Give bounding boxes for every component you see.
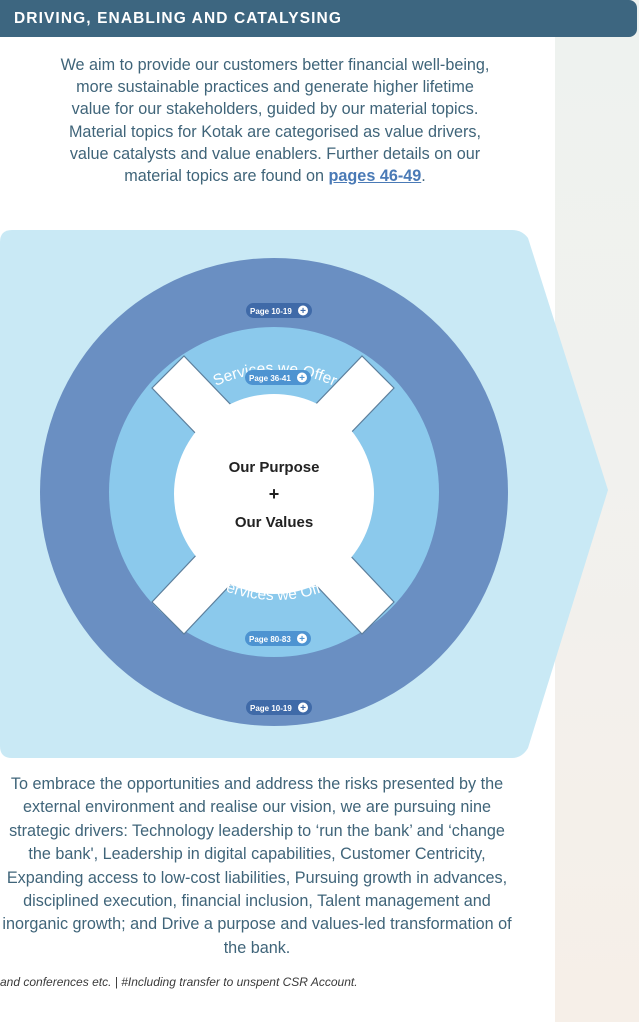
plus-circle-icon xyxy=(297,372,307,383)
svg-text:+: + xyxy=(299,634,305,645)
center-plus-label: + xyxy=(269,484,280,504)
inner-bottom-page-label: Page 80-83 xyxy=(249,635,291,644)
outer-bottom-page-label: Page 10-19 xyxy=(250,704,292,713)
inner-top-page-badge[interactable]: Page 36-41 + xyxy=(245,370,311,385)
plus-circle-icon xyxy=(297,633,307,644)
inner-top-page-label: Page 36-41 xyxy=(249,374,291,383)
strategy-paragraph: To embrace the opportunities and address… xyxy=(2,773,512,960)
outer-top-page-badge[interactable]: Page 10-19 + xyxy=(246,303,312,318)
outer-bottom-page-badge[interactable]: Page 10-19 + xyxy=(246,700,312,715)
plus-circle-icon xyxy=(298,305,308,316)
plus-circle-icon xyxy=(298,702,308,713)
svg-text:+: + xyxy=(300,703,306,714)
center-values-label: Our Values xyxy=(235,514,313,531)
center-purpose-label: Our Purpose xyxy=(229,459,320,476)
section-title: DRIVING, ENABLING AND CATALYSING xyxy=(14,9,342,27)
strategy-text: To embrace the opportunities and address… xyxy=(2,775,512,957)
inner-bottom-page-badge[interactable]: Page 80-83 + xyxy=(245,631,311,646)
pages-link[interactable]: pages 46-49 xyxy=(328,167,422,186)
section-header: DRIVING, ENABLING AND CATALYSING xyxy=(0,0,637,37)
intro-trailing: . xyxy=(421,167,426,186)
intro-paragraph: We aim to provide our customers better f… xyxy=(55,54,495,187)
intro-text: We aim to provide our customers better f… xyxy=(60,56,490,186)
svg-text:+: + xyxy=(300,306,306,317)
svg-text:+: + xyxy=(299,373,305,384)
center-circle xyxy=(174,394,374,594)
purpose-values-diagram: Our Purpose + Our Values Services we Off… xyxy=(0,230,608,758)
footnote: and conferences etc. | #Including transf… xyxy=(0,975,358,989)
outer-top-page-label: Page 10-19 xyxy=(250,307,292,316)
